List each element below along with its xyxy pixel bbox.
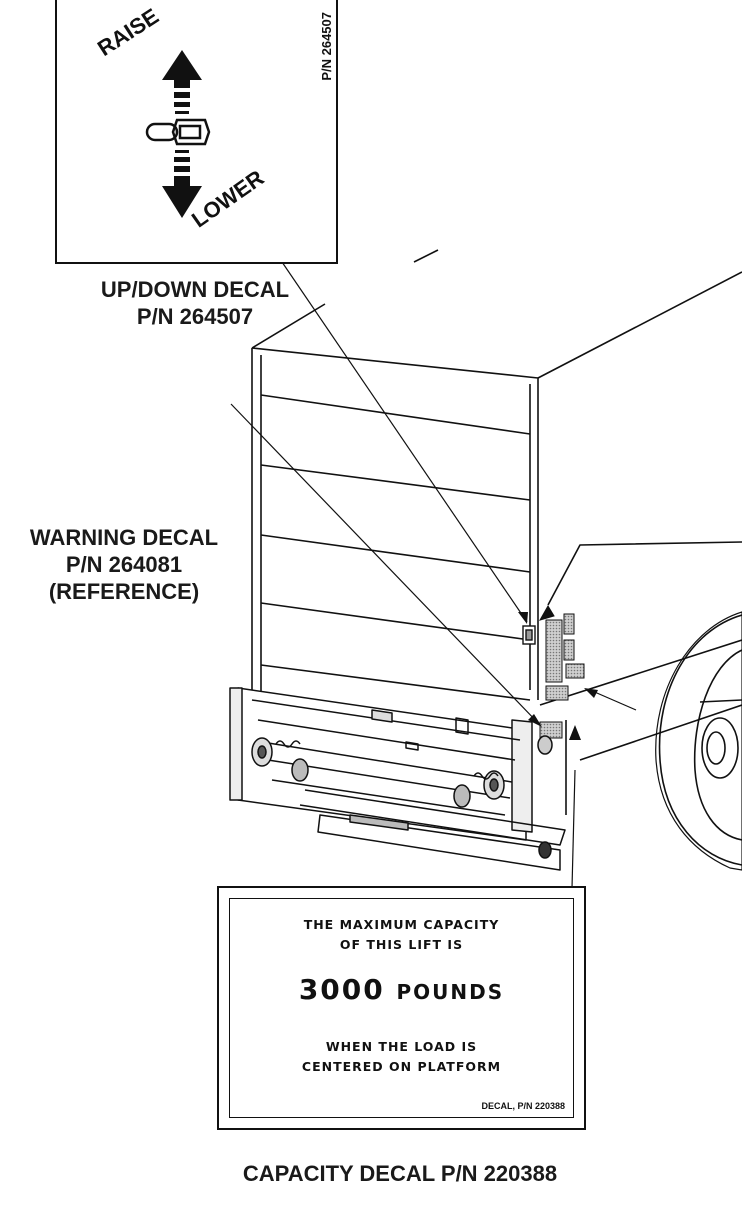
capacity-amount: 3000 (298, 973, 385, 1006)
updown-label-line2: P/N 264507 (136, 304, 254, 329)
updown-decal-label: UP/DOWN DECAL P/N 264507 (70, 276, 320, 330)
capacity-line2: OF THIS LIFT IS (339, 937, 464, 952)
capacity-line3: WHEN THE LOAD IS (325, 1039, 478, 1054)
capacity-amount-line: 3000 POUNDS (230, 973, 573, 1006)
warning-decal-label: WARNING DECAL P/N 264081 (REFERENCE) (2, 524, 246, 605)
capacity-decal-box: THE MAXIMUM CAPACITY OF THIS LIFT IS 300… (217, 886, 586, 1130)
updown-decal-part-number: P/N 264507 (319, 12, 334, 81)
capacity-unit: POUNDS (396, 980, 505, 1004)
warning-label-line3: (REFERENCE) (48, 579, 200, 604)
warning-label-line2: P/N 264081 (65, 552, 183, 577)
capacity-decal-label: CAPACITY DECAL P/N 220388 (242, 1161, 558, 1186)
updown-decal-art (145, 50, 211, 218)
updown-decal-box: RAISE LOWER P/N 264507 (55, 0, 338, 264)
updown-label-line1: UP/DOWN DECAL (100, 277, 290, 302)
capacity-decal-inner-frame: THE MAXIMUM CAPACITY OF THIS LIFT IS 300… (229, 898, 574, 1118)
capacity-line4: CENTERED ON PLATFORM (301, 1059, 502, 1074)
capacity-decal-part-number: DECAL, P/N 220388 (481, 1101, 565, 1111)
warning-label-line1: WARNING DECAL (29, 525, 219, 550)
capacity-line1: THE MAXIMUM CAPACITY (303, 917, 500, 932)
